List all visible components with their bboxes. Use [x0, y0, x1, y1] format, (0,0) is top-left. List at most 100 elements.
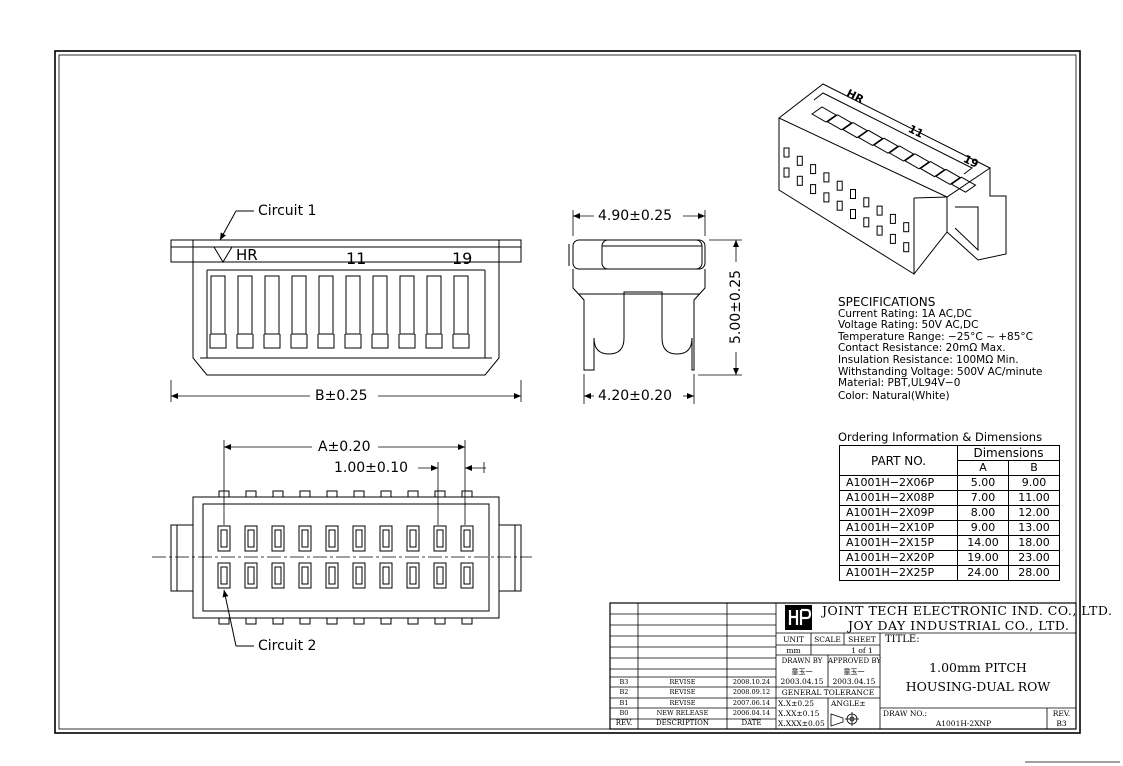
bottom-pin-tab	[245, 617, 257, 625]
bottom-pin-top-inner	[382, 529, 390, 548]
iso-fin	[950, 176, 977, 193]
frame-border	[54, 50, 1120, 763]
iso-fin	[842, 122, 868, 139]
company-name-1: JOINT TECH ELECTRONIC IND. CO., LTD.	[822, 603, 1113, 618]
dim-a-cell: 24.00	[957, 565, 1009, 581]
iso-hole	[850, 189, 856, 199]
front-slot	[372, 275, 388, 335]
bottom-pin-top-inner	[328, 529, 336, 548]
bottom-pin-bottom-inner	[220, 566, 228, 585]
angle-label: ANGLE±	[831, 699, 866, 708]
front-slot	[318, 275, 334, 335]
front-slot	[345, 275, 361, 335]
bottom-pin-top	[298, 525, 312, 552]
spec-line: Insulation Resistance: 100MΩ Min.	[838, 354, 1019, 366]
part-number-cell: A1001H−2X06P	[839, 475, 958, 491]
side-dims	[572, 210, 742, 404]
front-pin-label-11: 11	[346, 249, 367, 268]
revision-description: REVISE	[669, 699, 696, 707]
dim-height-label: 5.00±0.25	[728, 269, 744, 345]
front-slot-foot	[344, 334, 362, 349]
iso-hole	[863, 197, 870, 208]
dim-pitch-label: 1.00±0.10	[334, 460, 409, 476]
col-a-header: A	[957, 460, 1009, 476]
circuit2-leader	[222, 589, 254, 647]
col-b-header: B	[1008, 460, 1060, 476]
part-number-cell: A1001H−2X10P	[839, 520, 958, 536]
dim-a-cell: 7.00	[957, 490, 1009, 506]
bottom-pin-top-inner	[247, 529, 255, 548]
revision-description: REVISE	[669, 688, 696, 696]
approved-by-label: APPROVED BY	[828, 657, 882, 665]
iso-hole	[889, 233, 896, 244]
bottom-pin-top-inner	[355, 529, 363, 548]
dim-a-cell: 8.00	[957, 505, 1009, 521]
bottom-pin-top	[352, 525, 366, 552]
revision-date: 2008.09.12	[732, 688, 771, 696]
bottom-pin-top	[433, 525, 447, 552]
bottom-pin-top-inner	[220, 529, 228, 548]
ordering-title: Ordering Information & Dimensions	[838, 430, 1043, 444]
bottom-pin-tab	[407, 617, 419, 625]
bottom-pin-tab	[218, 617, 230, 625]
bottom-pin-top-inner	[436, 529, 444, 548]
bottom-pin-top-inner	[463, 529, 471, 548]
projection-symbol-icon	[830, 712, 859, 727]
iso-hole	[903, 222, 910, 233]
iso-fin	[857, 129, 884, 146]
iso-hole	[796, 155, 803, 166]
iso-hole	[783, 167, 790, 178]
dim-b-cell: 13.00	[1008, 520, 1060, 536]
bottom-pin-top	[325, 525, 339, 552]
bottom-pin-top-inner	[301, 529, 309, 548]
bottom-pin-top-inner	[409, 529, 417, 548]
drawn-by-name: 童玉一	[791, 668, 813, 676]
dim-a-cell: 5.00	[957, 475, 1009, 491]
front-slot-foot	[371, 334, 389, 349]
dim-b-cell: 23.00	[1008, 550, 1060, 566]
bottom-pin-bottom	[244, 562, 258, 589]
dim-b-cell: 11.00	[1008, 490, 1060, 506]
iso-fin	[935, 168, 961, 185]
bottom-pin-tab	[299, 617, 311, 625]
dim-b-cell: 9.00	[1008, 475, 1060, 491]
iso-hole	[876, 225, 883, 236]
bottom-pin-bottom	[460, 562, 474, 589]
description-header: DESCRIPTION	[656, 719, 709, 727]
front-slot	[453, 275, 469, 335]
bottom-pin-bottom-inner	[328, 566, 336, 585]
iso-hole	[810, 184, 817, 195]
dim-a-cell: 14.00	[957, 535, 1009, 551]
iso-fin	[919, 161, 946, 178]
rev-label: REV.	[1052, 709, 1071, 718]
bottom-pin-tab	[380, 490, 392, 498]
front-slot	[399, 275, 415, 335]
bottom-pin-tab	[272, 490, 284, 498]
bottom-pin-top	[460, 525, 474, 552]
iso-fin	[873, 137, 899, 154]
dim-width-top-label: 4.90±0.25	[598, 208, 673, 224]
bottom-pin-bottom	[352, 562, 366, 589]
dim-b-label: B±0.25	[315, 388, 368, 404]
dim-b-line	[170, 380, 522, 402]
specifications-title: SPECIFICATIONS	[838, 295, 936, 309]
front-slot	[264, 275, 280, 335]
spec-line: Contact Resistance: 20mΩ Max.	[838, 342, 1006, 354]
front-slot-foot	[452, 334, 470, 349]
front-pin-label-19: 19	[452, 249, 473, 268]
iso-hole	[836, 200, 843, 211]
iso-hole	[863, 217, 870, 228]
rev-value: B3	[1056, 719, 1067, 728]
iso-fin	[811, 106, 837, 123]
bottom-pin-tab	[326, 617, 338, 625]
date-header: DATE	[741, 719, 762, 727]
bottom-pin-tab	[380, 617, 392, 625]
iso-fin	[904, 153, 930, 170]
bottom-pin-bottom-inner	[247, 566, 255, 585]
revision-code: B2	[619, 688, 629, 696]
iso-hole	[876, 205, 883, 216]
company-logo	[785, 605, 812, 630]
